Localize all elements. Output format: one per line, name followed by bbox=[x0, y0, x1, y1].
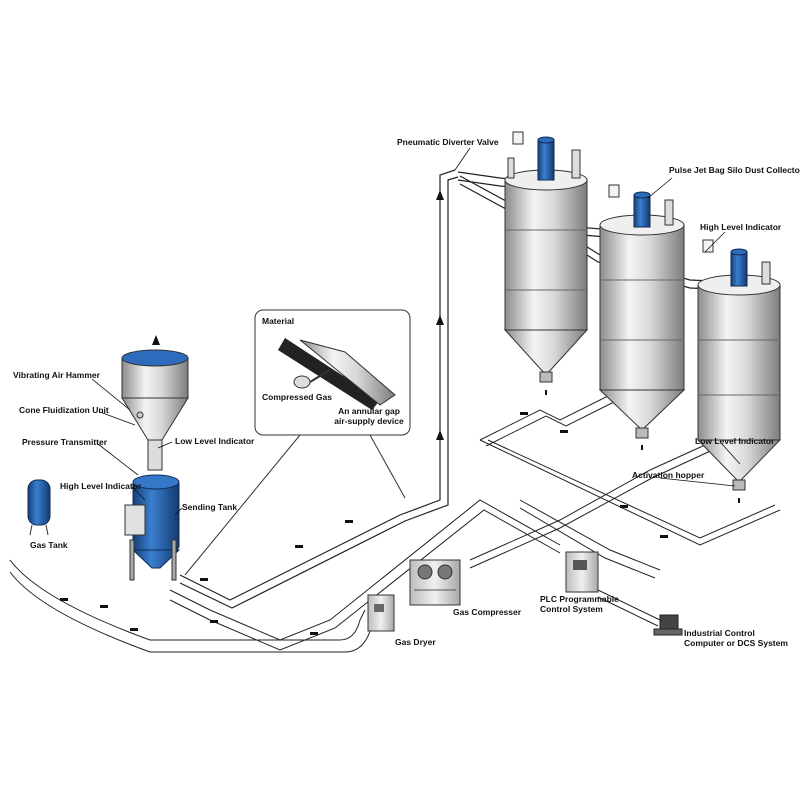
label-vibrating-air-hammer: Vibrating Air Hammer bbox=[13, 370, 100, 380]
dcs-computer bbox=[653, 614, 683, 636]
silo-3 bbox=[696, 248, 782, 491]
annular-gap-inset bbox=[184, 309, 411, 576]
conveying-pipe bbox=[179, 169, 456, 601]
label-pneumatic-diverter-valve: Pneumatic Diverter Valve bbox=[397, 137, 499, 147]
leader-lines bbox=[91, 147, 741, 516]
feed-hopper bbox=[121, 349, 189, 471]
sending-tank bbox=[124, 474, 181, 581]
label-low-level-indicator-hopper: Low Level Indicator bbox=[175, 436, 255, 446]
label-gas-dryer: Gas Dryer bbox=[395, 637, 436, 647]
label-material: Material bbox=[262, 316, 295, 326]
gas-supply-line bbox=[169, 499, 561, 641]
label-sending-tank: Sending Tank bbox=[182, 502, 238, 512]
silo-1 bbox=[503, 136, 589, 383]
label-compressed-gas: Compressed Gas bbox=[262, 392, 332, 402]
label-industrial-control: Industrial Control Computer or DCS Syste… bbox=[684, 628, 788, 648]
label-activation-hopper: Activation hopper bbox=[632, 470, 705, 480]
silo-2 bbox=[598, 191, 686, 439]
signal-line-d bbox=[519, 499, 661, 571]
gas-return-line bbox=[9, 559, 366, 641]
label-low-level-indicator-silo: Low Level Indicator bbox=[695, 436, 775, 446]
plc-cabinet bbox=[565, 551, 599, 593]
piping-network bbox=[9, 169, 781, 653]
label-cone-fluidization-unit: Cone Fluidization Unit bbox=[19, 405, 109, 415]
label-pulse-jet-dust-collector: Pulse Jet Bag Silo Dust Collector bbox=[669, 165, 800, 175]
gas-dryer bbox=[367, 594, 395, 632]
label-gas-compresser: Gas Compresser bbox=[453, 607, 522, 617]
plc-to-dcs-link bbox=[597, 589, 661, 621]
gas-tank bbox=[27, 479, 51, 536]
level-indicator-boxes bbox=[512, 131, 714, 253]
label-high-level-indicator-tank: High Level Indicator bbox=[60, 481, 142, 491]
label-plc-control-system: PLC Programmable Control System bbox=[540, 594, 619, 614]
gas-compressor bbox=[409, 559, 461, 606]
discharge-drops bbox=[545, 390, 740, 503]
label-high-level-indicator-silo: High Level Indicator bbox=[700, 222, 782, 232]
signal-line-b bbox=[479, 439, 781, 546]
signal-line-a bbox=[479, 389, 621, 441]
flow-arrows bbox=[60, 190, 668, 635]
label-annular-gap-device: An annular gap air-supply device bbox=[334, 406, 404, 426]
label-pressure-transmitter: Pressure Transmitter bbox=[22, 437, 108, 447]
label-gas-tank: Gas Tank bbox=[30, 540, 68, 550]
